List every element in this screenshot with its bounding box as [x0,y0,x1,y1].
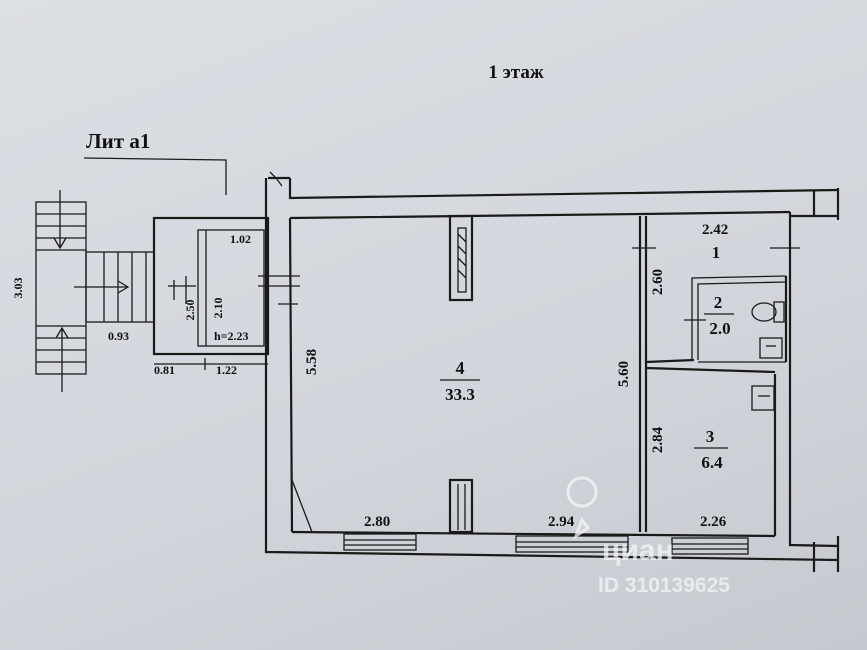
dim-stair-width: 0.93 [108,329,129,343]
dim-room-4-depth: 5.58 [304,349,320,375]
dim-vestibule-depth-outer: 2.50 [183,300,197,321]
windows [343,533,749,555]
plan-title: 1 этаж [488,62,544,83]
stove-icon [751,385,775,411]
room-4-number: 4 [456,358,465,378]
watermark-id: ID 310139625 [598,574,730,597]
dim-room-1-depth: 2.60 [650,269,666,295]
sanitary-fixtures [751,301,785,411]
dim-vestibule-depth-inner: 2.10 [211,298,225,319]
location-pin-icon [566,476,598,540]
room-4-area: 33.3 [445,385,475,404]
dim-vestibule-top: 1.02 [230,232,251,246]
room-2-area: 2.0 [709,319,730,338]
main-building-walls [258,171,840,572]
dim-room-3-width: 2.26 [700,514,727,530]
watermark: циан ID 310139625 [566,476,730,597]
dim-ceiling-height: h=2.23 [214,329,249,343]
dim-room-4-width-left: 2.80 [364,514,390,530]
room-1-number: 1 [712,243,721,262]
watermark-brand: циан [602,534,674,567]
room-3-area: 6.4 [701,453,723,472]
dim-stair-height: 3.03 [11,278,25,299]
toilet-icon [751,302,777,322]
pilasters [448,214,474,534]
dim-vestibule-left: 0.81 [154,363,175,377]
annex-leader-line [83,157,227,195]
dim-room-1-width: 2.42 [702,222,728,238]
dim-room-4-width-right: 2.94 [548,514,575,530]
room-2-number: 2 [714,293,723,312]
annex-label: Лит а1 [86,129,150,153]
staircase [35,190,155,392]
dim-vestibule-right: 1.22 [216,363,237,377]
dim-room-3-depth: 2.84 [650,426,666,453]
dim-right-depth: 5.60 [616,361,632,387]
sink-icon [759,337,783,359]
room-3-number: 3 [706,427,715,446]
